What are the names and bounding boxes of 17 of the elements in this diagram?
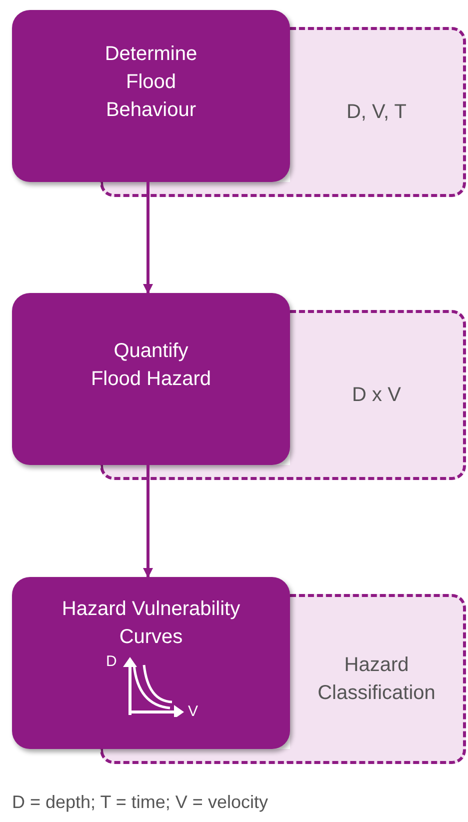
axis-label: D [106,653,117,671]
process-box [12,10,290,182]
panel-text: D, V, T [346,100,407,125]
process-title: Hazard Vulnerability Curves [60,597,242,650]
process-box [12,577,290,749]
process-box [12,293,290,465]
dashed-panel [290,27,466,197]
axis-label: V [188,703,198,721]
panel-text: Hazard Classification [316,653,436,706]
process-title: Quantify Flood Hazard [90,339,212,392]
dashed-panel [290,310,466,480]
dashed-panel [290,594,466,764]
legend-note: D = depth; T = time; V = velocity [12,791,268,814]
arrow [143,182,153,294]
panel-text: D x V [352,383,401,408]
process-title: Determine Flood Behaviour [104,42,198,123]
arrow [143,465,153,578]
